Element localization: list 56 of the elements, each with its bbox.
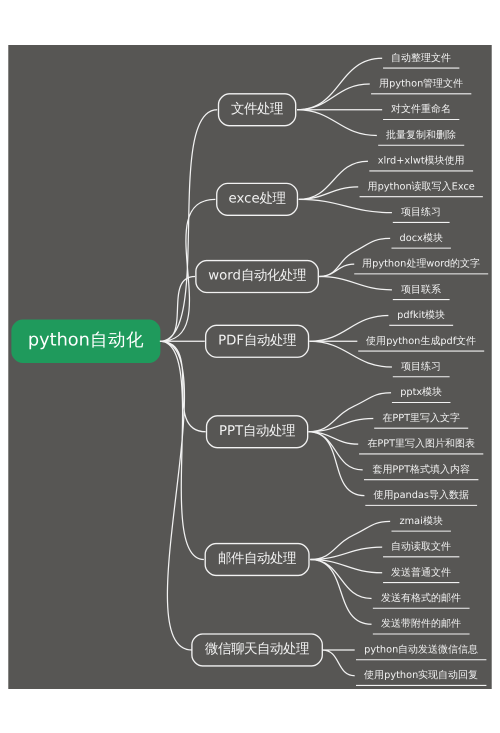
connector: [310, 520, 390, 560]
node-text: 对文件重命名: [391, 104, 452, 115]
connector: [160, 108, 218, 342]
node-text: 套用PPT格式填入内容: [372, 464, 470, 475]
connector: [308, 430, 363, 470]
connector: [308, 430, 358, 444]
connector: [297, 108, 382, 110]
node-text: 用python管理文件: [379, 78, 464, 90]
node-text: pdfkit模块: [397, 310, 446, 321]
node-box: 微信聊天自动处理: [191, 632, 323, 666]
node-text: python自动发送微信信息: [364, 644, 478, 655]
node-text: 发送普通文件: [391, 566, 452, 578]
connector: [319, 237, 390, 277]
node-box: 文件处理: [218, 92, 296, 126]
connector: [160, 340, 205, 342]
node-box: PDF自动处理: [204, 324, 310, 358]
connector: [296, 108, 377, 136]
node-text: zmai模块: [400, 515, 443, 526]
node-text: 自动读取文件: [391, 541, 452, 552]
connector: [310, 558, 372, 624]
connector: [298, 198, 392, 213]
node-text: 自动整理文件: [391, 52, 452, 64]
node-box: word自动化处理: [195, 259, 319, 293]
node-text: 用python读取写入Exce: [368, 180, 475, 192]
node-text: 项目练习: [401, 206, 442, 218]
connector: [309, 340, 392, 368]
node-text: 批量复制和删除: [386, 129, 456, 140]
connector: [322, 648, 355, 676]
connector: [160, 340, 206, 432]
connector: [160, 340, 204, 560]
connector: [298, 160, 368, 200]
connector: [309, 340, 358, 342]
connector: [310, 558, 372, 599]
node-box: 邮件自动处理: [204, 542, 310, 576]
connector: [319, 262, 354, 277]
connector: [309, 314, 388, 342]
node-text: 在PPT里写入文字: [382, 412, 460, 424]
node-text: pptx模块: [400, 386, 442, 398]
node-text: 发送带附件的邮件: [381, 618, 462, 630]
node-text: 项目联系: [401, 284, 442, 295]
connector: [298, 186, 358, 200]
node-text: 在PPT里写入图片和图表: [367, 438, 476, 450]
node-text: 发送有格式的邮件: [381, 592, 462, 604]
node-text: 使用python生成pdf文件: [366, 335, 476, 346]
node-text: 使用pandas导入数据: [373, 490, 469, 501]
node-text: 项目练习: [401, 360, 442, 372]
node-text: 用python处理word的文字: [362, 258, 480, 270]
node-text: docx模块: [400, 232, 443, 244]
connector: [319, 275, 392, 290]
connector: [160, 198, 216, 342]
node-text: xlrd+xlwt模块使用: [378, 155, 465, 166]
node-box: exce处理: [216, 182, 298, 216]
node-box: python自动化: [11, 319, 160, 362]
connector: [308, 430, 365, 496]
node-box: PPT自动处理: [206, 414, 308, 448]
node-text: 使用python实现自动回复: [364, 670, 478, 681]
